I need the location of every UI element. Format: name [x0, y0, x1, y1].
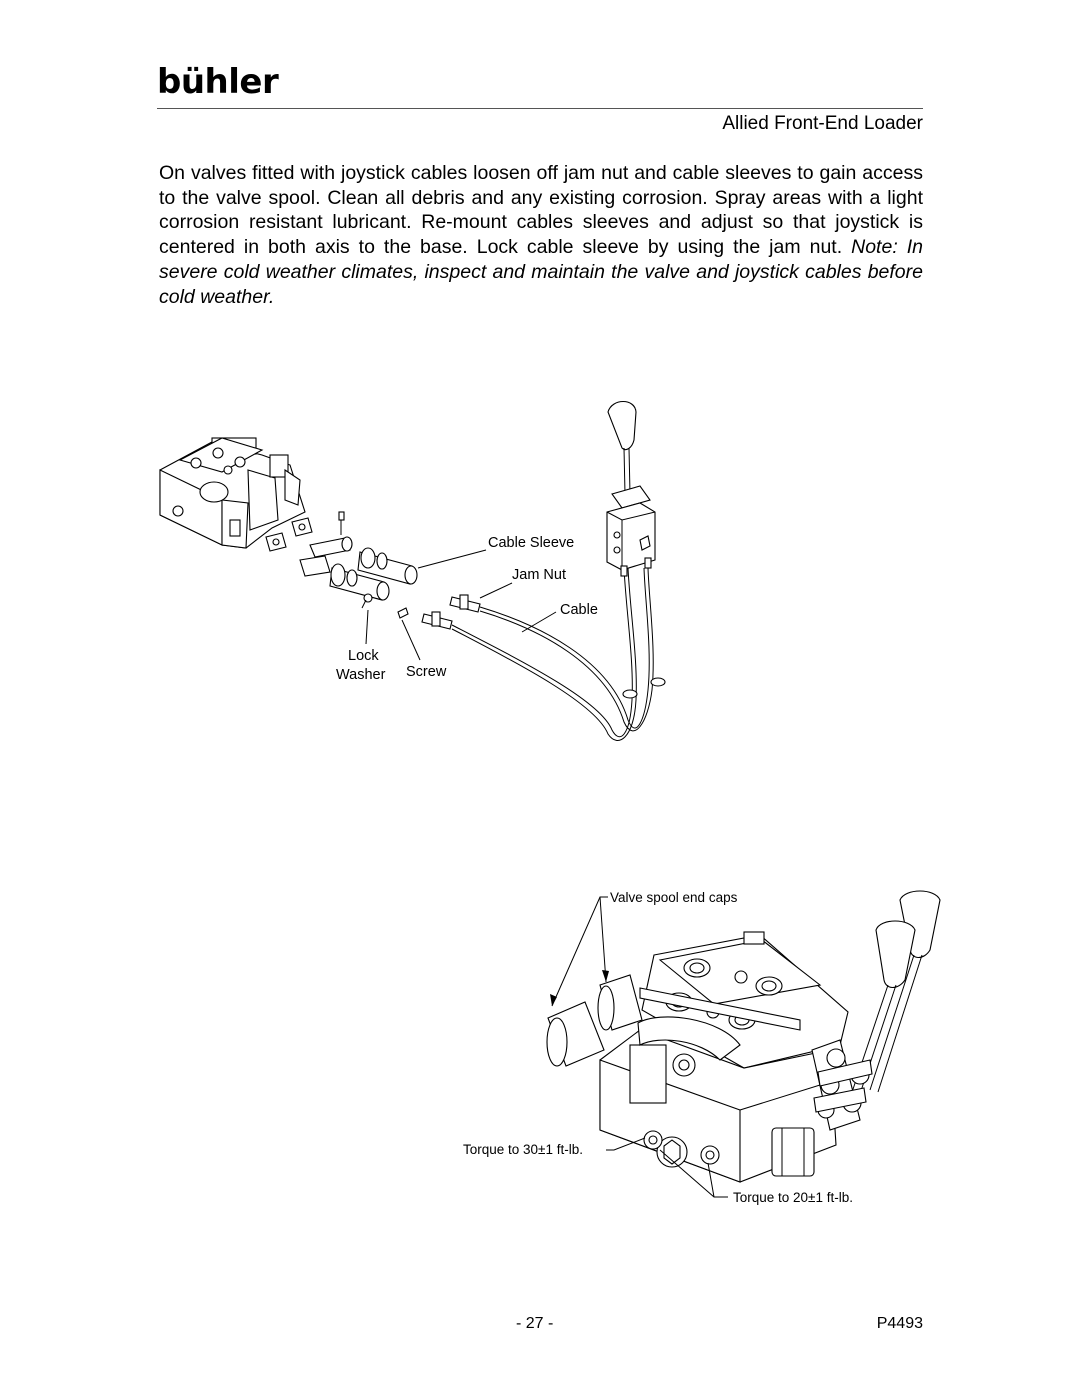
buhler-logo: bühler: [157, 62, 279, 102]
label-valve-spool-end-caps: Valve spool end caps: [610, 890, 738, 905]
lower-cable-sleeve: [299, 555, 409, 619]
label-torque-30: Torque to 30±1 ft-lb.: [463, 1142, 583, 1157]
label-cable-sleeve: Cable Sleeve: [488, 535, 574, 551]
document-title: Allied Front-End Loader: [722, 113, 923, 134]
joystick-cable-diagram: Cable Sleeve Jam Nut Cable Lock Washer S…: [159, 400, 666, 741]
cold-weather-note: Note: In severe cold weather climates, i…: [159, 236, 923, 308]
label-screw: Screw: [406, 664, 447, 680]
joystick-illustration: [606, 400, 656, 577]
label-cable: Cable: [560, 602, 598, 618]
label-washer: Washer: [336, 667, 386, 683]
page-number: - 27 -: [516, 1315, 554, 1332]
header-rule: [157, 108, 923, 109]
instruction-paragraph: On valves fitted with joystick cables lo…: [159, 161, 923, 309]
instruction-text: On valves fitted with joystick cables lo…: [159, 162, 923, 259]
cable-brackets: [265, 511, 345, 552]
document-code: P4493: [876, 1315, 923, 1332]
valve-block-illustration: [159, 437, 306, 549]
figure1-leaders: [365, 549, 557, 661]
label-jam-nut: Jam Nut: [512, 567, 566, 583]
cable-ends: [421, 594, 481, 630]
valve-body-illustration: [546, 890, 941, 1183]
label-lock: Lock: [348, 648, 379, 664]
label-torque-20: Torque to 20±1 ft-lb.: [733, 1190, 853, 1205]
cables: [451, 567, 666, 741]
valve-torque-diagram: Valve spool end caps Torque to 30±1 ft-l…: [463, 890, 941, 1205]
upper-cable-sleeve: [309, 536, 418, 585]
figure2-leaders: [550, 896, 728, 1198]
